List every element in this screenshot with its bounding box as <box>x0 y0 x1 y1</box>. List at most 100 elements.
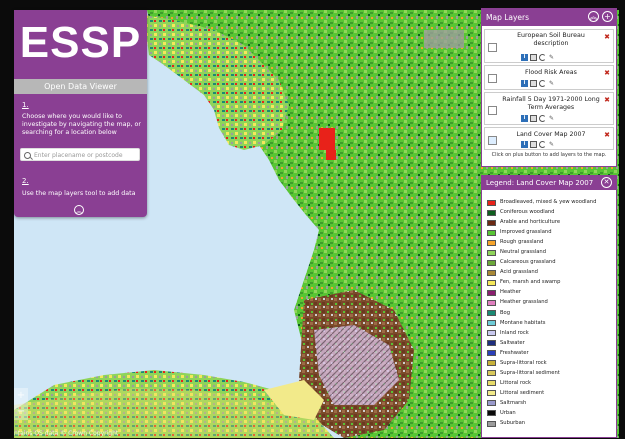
legend-label: Littoral rock <box>500 379 532 386</box>
legend-title: Land Cover Map 2007 <box>516 179 594 187</box>
legend-item: Littoral sediment <box>487 389 615 399</box>
layers-hint: Click on plus button to add layers to th… <box>491 152 607 158</box>
step-1-text: Choose where you would like to investiga… <box>22 113 141 136</box>
legend-swatch <box>487 330 496 337</box>
remove-layer-icon[interactable]: ✖ <box>604 131 610 139</box>
legend-item: Bog <box>487 309 615 319</box>
layer-name: Rainfall 5 Day 1971-2000 Long Term Avera… <box>502 96 600 111</box>
layer-checkbox[interactable] <box>488 136 497 145</box>
legend-label: Supra-littoral rock <box>500 359 547 366</box>
legend-swatch <box>487 350 496 357</box>
legend-item: Heather grassland <box>487 298 615 308</box>
search-placeholder: Enter placename or postcode <box>34 152 123 159</box>
collapse-icon[interactable]: ︽ <box>74 205 84 215</box>
legend-swatch <box>487 420 496 427</box>
legend-label: Arable and horticulture <box>500 219 561 226</box>
info-icon[interactable]: i <box>521 115 528 122</box>
legend-swatch <box>487 249 496 256</box>
legend-label: Rough grassland <box>500 239 544 246</box>
refresh-icon[interactable] <box>539 54 546 61</box>
legend-item: Improved grassland <box>487 228 615 238</box>
legend-swatch <box>487 299 496 306</box>
refresh-icon[interactable] <box>539 115 546 122</box>
layer-row: Rainfall 5 Day 1971-2000 Long Term Avera… <box>484 92 614 125</box>
wrench-icon[interactable]: ✎ <box>548 54 555 61</box>
legend-label: Saltmarsh <box>500 399 527 406</box>
search-input[interactable]: Enter placename or postcode <box>20 148 140 161</box>
legend-label: Urban <box>500 409 516 416</box>
search-icon <box>24 152 31 159</box>
legend-item: Inland rock <box>487 329 615 339</box>
remove-layer-icon[interactable]: ✖ <box>604 33 610 41</box>
app-logo: ESSP <box>19 18 142 67</box>
layer-row: Land Cover Map 2007 ✖ i✎ <box>484 127 614 150</box>
legend-swatch <box>487 209 496 216</box>
legend-label: Broadleaved, mixed & yew woodland <box>500 199 597 205</box>
legend-item: Calcareous grassland <box>487 258 615 268</box>
legend-label: Montane habitats <box>500 319 546 326</box>
legend-label: Freshwater <box>500 349 529 356</box>
legend-swatch <box>487 320 496 327</box>
legend-label: Fen, marsh and swamp <box>500 279 561 286</box>
legend-header: Legend: Land Cover Map 2007 ✕ <box>482 176 616 190</box>
zoom-in-button[interactable]: + <box>16 390 26 401</box>
legend-swatch <box>487 279 496 286</box>
collapse-layers-icon[interactable]: ︽ <box>588 11 599 22</box>
close-icon[interactable]: ✕ <box>601 177 612 188</box>
legend-swatch <box>487 259 496 266</box>
layer-checkbox[interactable] <box>488 43 497 52</box>
essp-panel: ESSP Open Data Viewer 1. Choose where yo… <box>14 10 147 217</box>
legend-label: Acid grassland <box>500 269 538 276</box>
legend-icon[interactable] <box>530 54 537 61</box>
wrench-icon[interactable]: ✎ <box>548 141 555 148</box>
layer-tools: i✎ <box>521 80 557 87</box>
legend-title-prefix: Legend: <box>486 179 515 187</box>
legend-item: Rough grassland <box>487 238 615 248</box>
legend-swatch <box>487 380 496 387</box>
wrench-icon[interactable]: ✎ <box>548 115 555 122</box>
wrench-icon[interactable]: ✎ <box>548 80 555 87</box>
legend-swatch <box>487 239 496 246</box>
zoom-out-button[interactable]: − <box>16 406 26 417</box>
legend-swatch <box>487 199 496 206</box>
remove-layer-icon[interactable]: ✖ <box>604 69 610 77</box>
legend-label: Saltwater <box>500 339 525 346</box>
legend-label: Calcareous grassland <box>500 259 556 266</box>
legend-label: Improved grassland <box>500 229 552 236</box>
legend-item: Neutral grassland <box>487 248 615 258</box>
layer-row: Flood Risk Areas ✖ i✎ <box>484 65 614 90</box>
legend-swatch <box>487 390 496 397</box>
legend-item: Littoral rock <box>487 379 615 389</box>
info-icon[interactable]: i <box>521 141 528 148</box>
legend-label: Heather <box>500 289 521 296</box>
legend-item: Supra-littoral sediment <box>487 369 615 379</box>
legend-swatch <box>487 400 496 407</box>
layer-checkbox[interactable] <box>488 106 497 115</box>
legend-label: Coniferous woodland <box>500 209 555 216</box>
refresh-icon[interactable] <box>539 80 546 87</box>
legend-icon[interactable] <box>530 80 537 87</box>
legend-label: Inland rock <box>500 329 529 336</box>
legend-item: Montane habitats <box>487 319 615 329</box>
layer-row: European Soil Bureau description ✖ i✎ <box>484 29 614 63</box>
refresh-icon[interactable] <box>539 141 546 148</box>
legend-label: Littoral sediment <box>500 389 545 396</box>
legend-item: Suburban <box>487 419 615 429</box>
legend-swatch <box>487 340 496 347</box>
add-layer-icon[interactable]: + <box>602 11 613 22</box>
layers-header: Map Layers ︽ + <box>482 9 616 26</box>
legend-swatch <box>487 289 496 296</box>
layer-checkbox[interactable] <box>488 74 497 83</box>
legend-item: Saltmarsh <box>487 399 615 409</box>
remove-layer-icon[interactable]: ✖ <box>604 96 610 104</box>
zoom-control: + − <box>14 388 28 420</box>
legend-swatch <box>487 360 496 367</box>
legend-icon[interactable] <box>530 141 537 148</box>
info-icon[interactable]: i <box>521 54 528 61</box>
legend-icon[interactable] <box>530 115 537 122</box>
layer-name: Flood Risk Areas <box>525 69 577 76</box>
info-icon[interactable]: i <box>521 80 528 87</box>
legend-item: Supra-littoral rock <box>487 359 615 369</box>
